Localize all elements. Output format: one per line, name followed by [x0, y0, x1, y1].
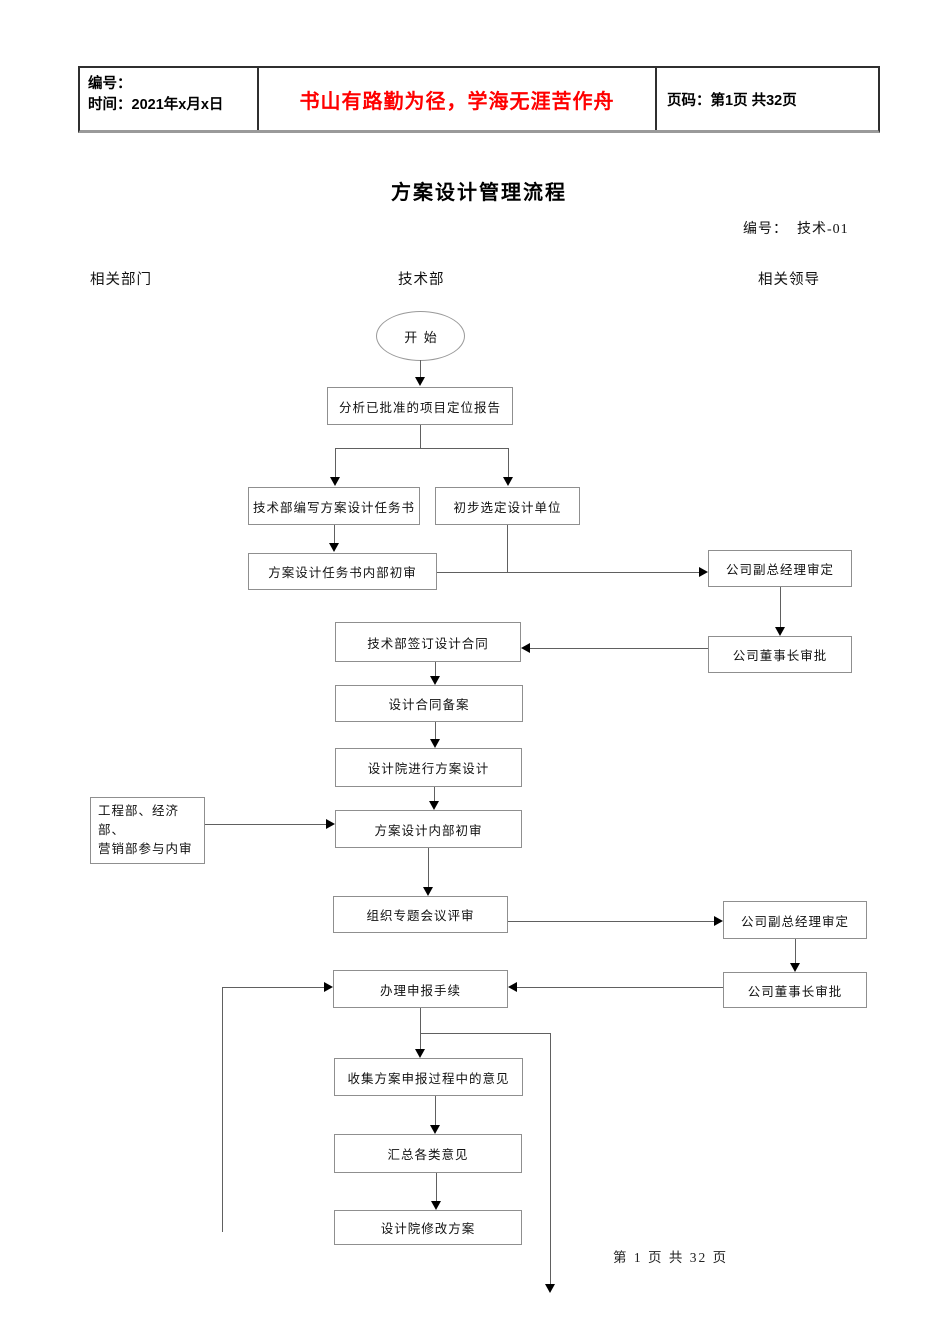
- header-page-cell: 页码：第1页 共32页: [655, 68, 878, 130]
- connector-line: [420, 1033, 550, 1034]
- arrowhead-down-icon: [329, 543, 339, 552]
- flow-node-vp-review-2: 公司副总经理审定: [723, 901, 867, 939]
- arrowhead-right-icon: [714, 916, 723, 926]
- connector-line: [420, 425, 421, 448]
- connector-line: [335, 448, 336, 477]
- connector-line: [508, 921, 715, 922]
- arrowhead-down-icon: [775, 627, 785, 636]
- connector-line: [420, 1008, 421, 1050]
- connector-line: [428, 848, 429, 888]
- flow-node-chairman-approve-2: 公司董事长审批: [723, 972, 867, 1008]
- arrowhead-down-icon: [503, 477, 513, 486]
- flow-node-declare-procedures: 办理申报手续: [333, 970, 508, 1008]
- arrowhead-down-icon: [429, 801, 439, 810]
- page-header-table: 编号： 时间：2021年x月x日 书山有路勤为径，学海无涯苦作舟 页码：第1页 …: [78, 66, 880, 133]
- flow-node-vp-review-1: 公司副总经理审定: [708, 550, 852, 587]
- connector-line: [437, 572, 700, 573]
- connector-line: [435, 1096, 436, 1126]
- connector-line: [222, 987, 223, 1232]
- arrowhead-down-icon: [430, 676, 440, 685]
- connector-line: [780, 587, 781, 628]
- arrowhead-down-icon: [415, 377, 425, 386]
- arrowhead-down-icon: [423, 887, 433, 896]
- arrowhead-left-icon: [521, 643, 530, 653]
- swimlane-related-departments: 相关部门: [90, 272, 152, 288]
- header-number-label: 编号：: [88, 76, 132, 92]
- arrowhead-down-icon: [430, 739, 440, 748]
- flow-node-institute-design: 设计院进行方案设计: [335, 748, 522, 787]
- arrowhead-right-icon: [324, 982, 333, 992]
- connector-line: [434, 787, 435, 802]
- flow-node-analyze-report: 分析已批准的项目定位报告: [327, 387, 513, 425]
- connector-line: [507, 525, 508, 572]
- connector-line: [435, 662, 436, 677]
- connector-line: [436, 1173, 437, 1202]
- arrowhead-down-icon: [415, 1049, 425, 1058]
- flow-node-departments-join-review: 工程部、经济部、 营销部参与内审: [90, 797, 205, 864]
- page-footer: 第 1 页 共 32 页: [613, 1250, 729, 1265]
- header-page-info: 页码：第1页 共32页: [667, 92, 797, 109]
- arrowhead-down-icon: [545, 1284, 555, 1293]
- header-slogan: 书山有路勤为径，学海无涯苦作舟: [299, 90, 615, 113]
- connector-line: [435, 722, 436, 740]
- flow-node-summarize-opinions: 汇总各类意见: [334, 1134, 522, 1173]
- connector-line: [222, 987, 325, 988]
- connector-line: [550, 1033, 551, 1284]
- connector-line: [420, 360, 421, 378]
- arrowhead-down-icon: [330, 477, 340, 486]
- flow-node-meeting-review: 组织专题会议评审: [333, 896, 508, 933]
- flow-node-task-internal-review: 方案设计任务书内部初审: [248, 553, 437, 590]
- flow-node-sign-contract: 技术部签订设计合同: [335, 622, 521, 662]
- swimlane-technical-department: 技术部: [398, 272, 445, 288]
- arrowhead-down-icon: [790, 963, 800, 972]
- flow-node-select-unit: 初步选定设计单位: [435, 487, 580, 525]
- header-slogan-cell: 书山有路勤为径，学海无涯苦作舟: [257, 68, 655, 130]
- arrowhead-down-icon: [430, 1125, 440, 1134]
- flow-node-design-internal-review: 方案设计内部初审: [335, 810, 522, 848]
- flow-node-write-task: 技术部编写方案设计任务书: [248, 487, 420, 525]
- flow-node-start: 开 始: [376, 311, 465, 361]
- doc-number: 编号： 技术-01: [743, 222, 849, 237]
- header-number-time-cell: 编号： 时间：2021年x月x日: [80, 68, 257, 130]
- flow-node-collect-opinions: 收集方案申报过程中的意见: [334, 1058, 523, 1096]
- connector-line: [517, 987, 723, 988]
- connector-line: [334, 525, 335, 544]
- connector-line: [335, 448, 509, 449]
- arrowhead-right-icon: [326, 819, 335, 829]
- connector-line: [508, 448, 509, 477]
- swimlane-related-leaders: 相关领导: [758, 272, 820, 288]
- connector-line: [205, 824, 327, 825]
- arrowhead-left-icon: [508, 982, 517, 992]
- flow-node-modify-scheme: 设计院修改方案: [334, 1210, 522, 1245]
- connector-line: [795, 939, 796, 964]
- connector-line: [530, 648, 708, 649]
- flow-node-contract-record: 设计合同备案: [335, 685, 523, 722]
- arrowhead-right-icon: [699, 567, 708, 577]
- arrowhead-down-icon: [431, 1201, 441, 1210]
- page-title: 方案设计管理流程: [391, 182, 567, 204]
- flow-node-chairman-approve-1: 公司董事长审批: [708, 636, 852, 673]
- header-time-label: 时间：2021年x月x日: [88, 97, 224, 113]
